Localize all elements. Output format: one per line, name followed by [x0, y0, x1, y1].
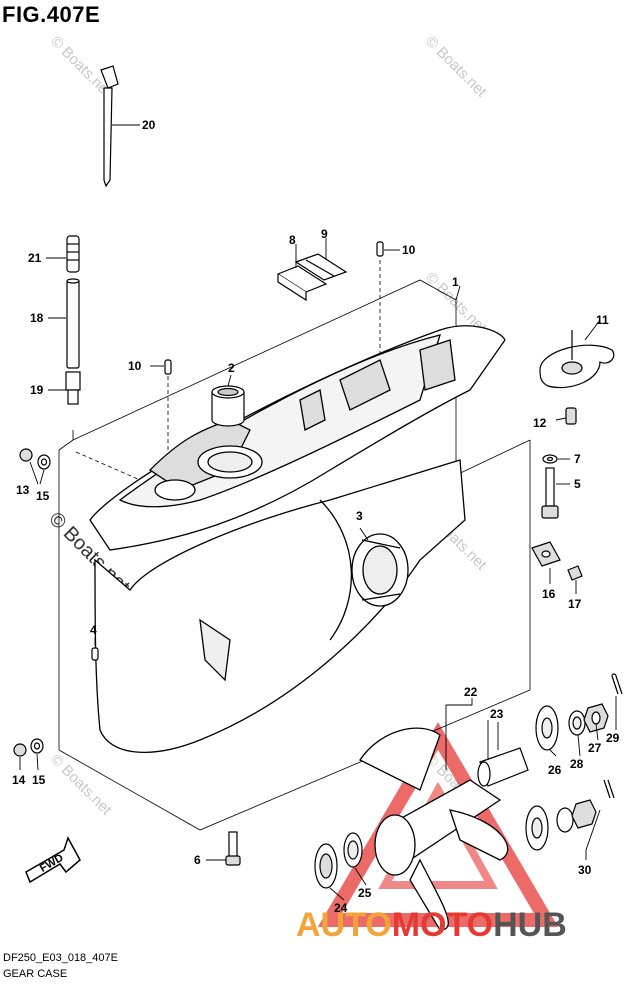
callout-10-lower: 10 — [128, 359, 142, 373]
callout-8: 8 — [289, 233, 296, 247]
callout-5: 5 — [574, 477, 581, 491]
part-11-anode — [539, 330, 615, 389]
part-28-washer — [568, 710, 586, 736]
part-5-bolt — [541, 467, 559, 519]
callout-28: 28 — [570, 757, 584, 771]
part-17-screw — [567, 565, 583, 581]
part-27-nut — [583, 703, 609, 733]
part-18-water-tube — [66, 278, 80, 369]
part-13-bolt-upper — [19, 448, 33, 462]
callout-23: 23 — [490, 707, 504, 721]
callout-labels: 20 21 18 19 8 9 10 10 2 1 11 12 7 5 3 16… — [12, 118, 620, 915]
part-19-fitting — [65, 371, 81, 405]
callout-13: 13 — [16, 483, 30, 497]
callout-18: 18 — [30, 311, 44, 325]
fwd-label: FWD — [38, 852, 66, 875]
callout-7: 7 — [574, 452, 581, 466]
part-8-plate — [276, 265, 328, 302]
callout-20: 20 — [142, 118, 156, 132]
part-14-bolt-lower — [13, 743, 27, 757]
watermark-2: © Boats.net — [422, 33, 490, 101]
callout-21: 21 — [28, 251, 42, 265]
part-2-bearing — [211, 385, 245, 427]
part-15-washer-upper — [37, 454, 51, 470]
brand-wordmark: AUTOMOTOHUB — [296, 906, 567, 944]
guide-lines — [58, 260, 531, 831]
callout-24: 24 — [334, 901, 348, 915]
part-6-bolt — [225, 831, 241, 866]
callout-4: 4 — [90, 623, 97, 637]
part-29-cotter-pin — [611, 673, 623, 695]
part-22-propeller — [359, 727, 509, 931]
callout-15-lower: 15 — [32, 773, 46, 787]
part-12-bolt — [565, 407, 577, 425]
callout-1: 1 — [452, 275, 459, 289]
part-10-pin-lower — [164, 359, 172, 375]
callout-25: 25 — [358, 886, 372, 900]
part-20-cable-tie — [100, 65, 119, 188]
callout-17: 17 — [568, 597, 582, 611]
callout-22: 22 — [464, 685, 478, 699]
part-23-bushing — [477, 747, 529, 787]
figure-title: FIG.407E — [2, 2, 101, 27]
callout-19: 19 — [30, 383, 44, 397]
part-3-bearing-ring — [351, 533, 409, 607]
callout-6: 6 — [194, 853, 201, 867]
callout-11: 11 — [596, 313, 609, 327]
part-7-washer — [542, 454, 558, 464]
leader-lines — [19, 124, 617, 901]
callout-15-upper: 15 — [36, 489, 50, 503]
part-9-plate — [294, 253, 348, 281]
part-25-spacer — [343, 832, 363, 868]
part-21-grommet — [66, 235, 80, 273]
part-15-washer-lower — [30, 738, 44, 754]
callout-14: 14 — [12, 773, 26, 787]
callout-27: 27 — [588, 741, 602, 755]
brand-moto: MOTO — [392, 906, 493, 944]
callout-9: 9 — [321, 227, 328, 241]
callout-29: 29 — [606, 731, 620, 745]
callout-3: 3 — [356, 509, 363, 523]
part-1-gear-case — [89, 325, 506, 753]
part-30-kit — [525, 779, 615, 851]
callout-10-upper: 10 — [402, 243, 416, 257]
brand-auto: AUTO — [296, 906, 392, 944]
brand-hub: HUB — [493, 906, 567, 944]
callout-16: 16 — [542, 587, 556, 601]
callout-2: 2 — [228, 361, 235, 375]
fwd-arrow-icon: FWD — [25, 836, 81, 884]
watermark-5: © Boats.net — [47, 751, 115, 819]
callout-30: 30 — [578, 863, 592, 877]
callout-26: 26 — [548, 763, 562, 777]
figure-code: DF250_E03_018_407E — [3, 952, 118, 964]
figure-name: GEAR CASE — [3, 968, 68, 980]
callout-12: 12 — [533, 416, 547, 430]
part-24-washer — [314, 843, 338, 889]
part-4-pin — [91, 647, 99, 661]
part-16-block — [531, 541, 561, 567]
part-26-thrust-washer — [535, 705, 559, 751]
part-10-pin-upper — [376, 241, 384, 257]
svg-text:AUTOMOTOHUB: AUTOMOTOHUB — [296, 906, 567, 944]
